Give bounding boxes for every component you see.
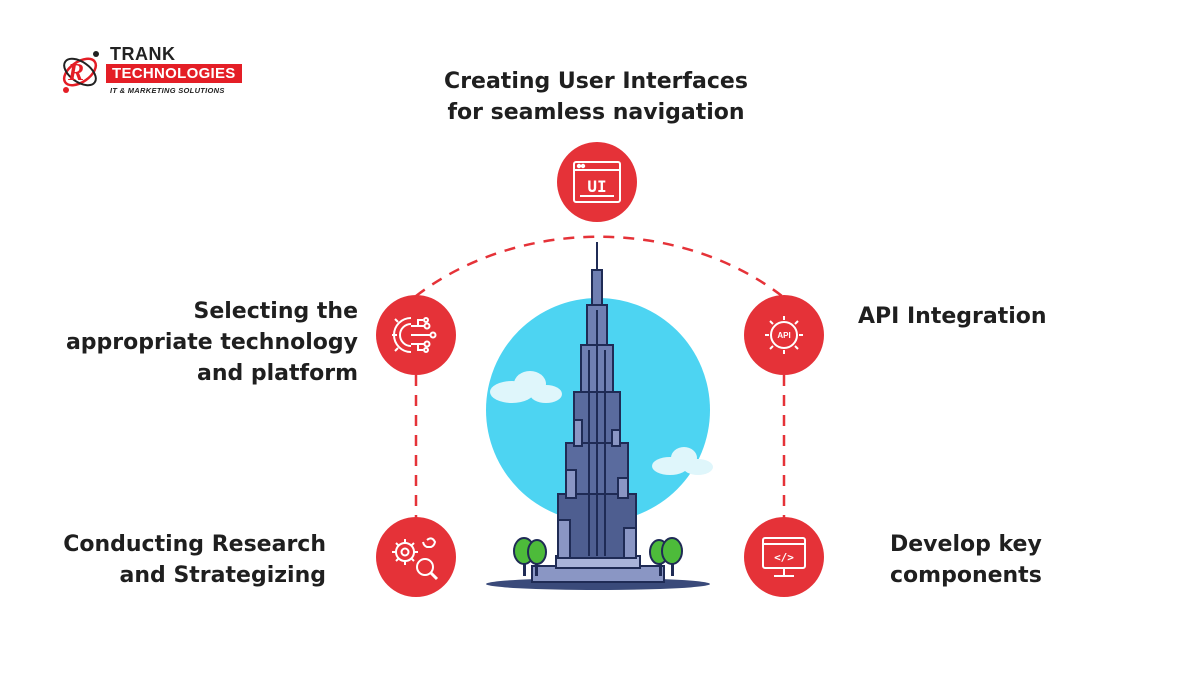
logo-band: TECHNOLOGIES [106,64,242,83]
svg-text:R: R [67,60,84,86]
step-label-line: and Strategizing [119,563,326,588]
step-label-research: Conducting Research and Strategizing [63,529,326,591]
step-label-line: Selecting the [193,299,359,324]
step-label-line: and platform [196,361,358,386]
research-gear-magnifier-icon [392,537,439,581]
step-label-line: components [890,563,1042,588]
step-label-line: Creating User Interfaces [444,69,748,94]
trees-left [513,537,547,576]
step-label-ui: Creating User Interfaces for seamless na… [396,66,796,128]
step-label-api: API Integration [858,301,1047,332]
trank-logo: R TRANK TECHNOLOGIES IT & MARKETING SOLU… [58,44,242,100]
code-icon-text: </> [774,551,794,564]
step-label-line: Conducting Research [63,532,326,557]
code-monitor-icon [762,537,806,577]
trees-right [649,537,683,576]
step-label-develop: Develop key components [890,529,1042,591]
technology-gear-circuit-icon [392,317,437,353]
tower-illustration [557,242,637,559]
logo-mark-icon: R [62,51,99,93]
logo-tagline: IT & MARKETING SOLUTIONS [110,86,225,95]
step-label-line: appropriate technology [65,330,358,355]
api-gear-icon [765,316,803,354]
step-label-line: for seamless navigation [447,100,745,125]
step-label-line: API Integration [858,304,1047,329]
ui-window-icon [573,161,621,203]
api-icon-text: API [777,331,790,340]
cloud-right [652,447,713,475]
ui-icon-text: UI [587,177,606,196]
step-label-line: Develop key [890,532,1042,557]
cloud-left [490,371,562,403]
logo-name: TRANK [110,44,176,64]
step-label-technology: Selecting the appropriate technology and… [66,296,358,389]
